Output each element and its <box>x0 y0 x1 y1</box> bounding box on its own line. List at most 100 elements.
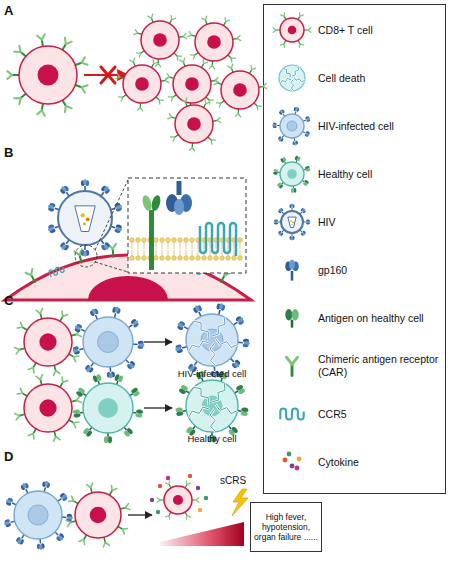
gp160-stem <box>177 181 182 195</box>
gp160-lobe <box>278 208 282 212</box>
lipid-tail <box>180 242 181 249</box>
gp160-lobe <box>307 221 311 223</box>
lipid-head <box>136 256 141 261</box>
panel-letter: D <box>4 450 24 465</box>
car-stem <box>149 210 154 270</box>
lipid-tail <box>132 242 133 249</box>
symptom-box: High fever, hypotension, organ failure .… <box>250 502 322 552</box>
antigen-lobe <box>117 375 123 383</box>
viral-rna <box>291 224 292 225</box>
car-arm <box>235 113 240 117</box>
lipid-tail <box>174 242 175 249</box>
crack-line <box>212 317 225 336</box>
car-arm <box>17 388 24 396</box>
car-arm <box>214 80 219 86</box>
cd8-t-cell <box>214 64 267 117</box>
car-arm <box>228 64 234 69</box>
antigen-lobe <box>175 407 183 413</box>
cell-nucleus <box>135 77 149 91</box>
car-arm <box>7 71 12 79</box>
crack-gap <box>189 407 210 418</box>
car-arm <box>108 244 116 250</box>
car-arm <box>102 542 109 547</box>
car-stem <box>221 275 225 282</box>
car-arm <box>125 504 130 511</box>
car-arm <box>217 101 223 107</box>
car-stem <box>31 275 35 282</box>
cytokine-dot <box>290 464 295 469</box>
gp160-lobe <box>103 186 109 193</box>
car-arm <box>171 135 177 141</box>
antigen-lobe <box>77 387 85 394</box>
gp160-lobe <box>61 244 67 251</box>
crack-line <box>216 405 238 414</box>
car-arm <box>183 33 187 39</box>
cytokine-dot <box>196 486 200 490</box>
gp160-lobe <box>279 109 283 114</box>
gp160-lobe <box>116 226 123 231</box>
cell-membrane <box>221 71 259 109</box>
gp160-lobe <box>67 516 73 520</box>
legend-text: HIV-infected cell <box>318 111 440 141</box>
car-arm <box>28 432 36 439</box>
gp160-lobe <box>22 483 27 489</box>
car-arm <box>202 16 208 21</box>
car-arm <box>76 396 82 403</box>
cd8-t-cell <box>157 481 199 519</box>
legend-text: CD8+ T cell <box>318 15 440 45</box>
crack-line <box>189 341 210 352</box>
lipid-head <box>232 256 237 261</box>
antigen-lobe <box>302 182 307 187</box>
antigen-lobe <box>293 188 296 193</box>
gp160-lobe <box>83 251 87 257</box>
zoom-box <box>128 178 246 273</box>
car-arm <box>209 65 214 69</box>
cytokine-dot <box>158 484 162 488</box>
legend-text: Cytokine <box>318 447 440 477</box>
cd8-t-cell <box>134 14 187 67</box>
cell-membrane <box>280 114 304 138</box>
lipid-head <box>184 238 189 243</box>
cell-nucleus <box>98 398 118 418</box>
cell-membrane <box>195 23 233 61</box>
antigen-lobe <box>123 430 131 438</box>
car-arm <box>141 194 153 212</box>
cell-nucleus <box>88 276 168 300</box>
lipid-head <box>202 256 207 261</box>
cell-membrane <box>24 384 72 432</box>
cd8-t-cell <box>168 98 221 151</box>
car-arm <box>80 84 87 93</box>
crack-gap <box>216 405 238 414</box>
viral-rna <box>86 217 90 221</box>
car-arm <box>249 66 255 71</box>
lipid-tail <box>240 250 241 256</box>
antigen-lobe <box>185 426 193 434</box>
car-arm <box>15 413 21 420</box>
gp160-lobe <box>61 186 67 193</box>
viral-capsid <box>288 217 296 227</box>
gp160-lobe <box>302 208 306 212</box>
gp160-lobe <box>48 226 55 231</box>
gp160-lobe <box>139 343 145 347</box>
car-arm <box>137 51 143 57</box>
lipid-tail <box>216 242 217 249</box>
cytokine-dot <box>156 510 160 514</box>
gp160-lobe <box>294 141 297 145</box>
car-arm <box>298 43 303 48</box>
cell-membrane <box>164 486 192 514</box>
figure-label: Healthy cell <box>172 434 252 445</box>
cell-membrane <box>280 162 304 186</box>
lipid-head <box>154 256 159 261</box>
car-arm <box>53 436 60 442</box>
cd8-t-cell <box>7 34 87 116</box>
car-arm <box>273 28 276 33</box>
crack-gap <box>216 339 238 348</box>
cell-membrane <box>14 491 62 539</box>
crack-line <box>189 407 210 418</box>
cell-nucleus <box>39 399 56 416</box>
cd8-t-cell <box>166 58 219 111</box>
car-arm <box>281 43 286 48</box>
cell-nucleus <box>287 169 297 179</box>
car-arm <box>175 54 181 60</box>
